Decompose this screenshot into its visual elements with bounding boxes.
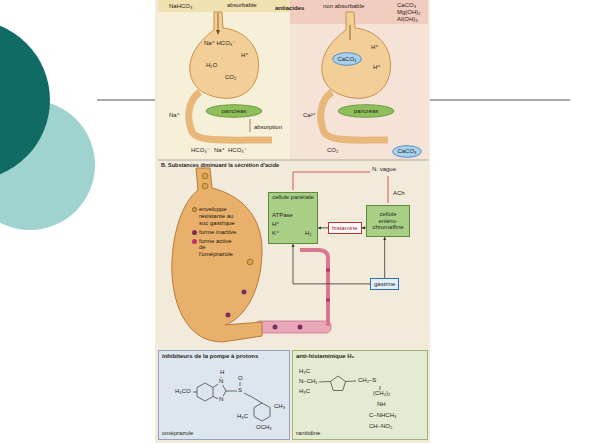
compound-label: NaHCO₃ [168, 3, 193, 10]
legend-text: forme inactive [199, 229, 237, 236]
legend-row: enveloppe résistante au suc gastrique [192, 206, 237, 227]
connector-arrow [384, 237, 385, 278]
ion-label: H₂O [205, 62, 218, 69]
ion-label: Na⁺ HCO₃⁻ [203, 40, 236, 47]
header-label: absorbable [226, 2, 258, 9]
receptor-label: H₂ [304, 230, 313, 237]
histamine-box: histamine [328, 222, 362, 234]
node-text: pancréas [354, 108, 379, 115]
ion-label: H⁺ [372, 64, 382, 71]
atom-label: N [218, 396, 224, 403]
compound-label: Al(OH)₃ [396, 16, 419, 23]
legend-row: forme active de l'oméprazole [192, 238, 237, 259]
legend: enveloppe résistante au suc gastrique for… [192, 206, 237, 258]
legend-swatch [192, 207, 197, 212]
ion-label: H⁺ [370, 44, 380, 51]
connector-arrow [318, 227, 328, 228]
node-text: inhibiteurs de la pompe à protons [162, 353, 258, 360]
header-label: antiacides [274, 5, 305, 12]
drug-name: oméprazole [162, 430, 193, 437]
atom-label: S [237, 387, 243, 394]
legend-text: forme active de l'oméprazole [199, 238, 237, 259]
node-text: cellule entéro-chromaffine [370, 211, 406, 232]
atom-label: H₃C [298, 388, 311, 395]
gastrin-box: gastrine [370, 278, 399, 290]
atom-label: H [219, 369, 225, 376]
legend-row: forme inactive [192, 229, 237, 236]
node-text: CaCO₃ [337, 56, 356, 63]
node-text: histamine [332, 225, 358, 232]
connector-arrow [293, 244, 370, 284]
atom-label: CH₂–S [357, 377, 377, 384]
atom-label: H₃C [236, 413, 249, 420]
pancreas-organ: pancréas [205, 104, 263, 118]
drug-class-panel: anti-histaminique H₂ ranitidine [292, 350, 428, 440]
antacid-particle: CaCO₃ [392, 145, 422, 158]
ion-label: K⁺ [271, 230, 280, 237]
node-text: gastrine [374, 281, 395, 288]
atom-label: N–CH₂ [298, 378, 319, 385]
ion-label: Na⁺ [213, 147, 226, 154]
legend-swatch [192, 230, 197, 235]
nerve-label: N. vague [371, 166, 397, 173]
compound-label: CaCO₃ [396, 2, 417, 9]
transmitter-label: ACh [392, 190, 406, 197]
enterochromaffin-cell: cellule entéro-chromaffine [366, 205, 410, 237]
atom-label: O [237, 375, 244, 382]
antacid-particle: CaCO₃ [332, 52, 362, 66]
ion-label: CO₂ [326, 147, 339, 154]
atom-label: CH–NO₂ [368, 423, 393, 430]
compound-label: Mg(OH)₂ [396, 9, 422, 16]
atom-label: C–NHCH₃ [368, 412, 397, 419]
node-text: pancréas [222, 108, 247, 115]
atom-label: (CH₂)₂ [372, 390, 391, 397]
enzyme-label: ATPase [271, 212, 294, 219]
atom-label: NH [376, 401, 387, 408]
atom-label: N [218, 378, 224, 385]
ion-label: Ca²⁺ [302, 112, 317, 119]
atom-label: OCH₃ [255, 424, 273, 431]
atom-label: H₃CO [174, 388, 192, 395]
atom-label: H₃C [298, 368, 311, 375]
atom-label: CH₃ [273, 403, 286, 410]
pancreas-organ: pancréas [337, 104, 395, 118]
node-text: anti-histaminique H₂ [296, 353, 354, 360]
ion-label: Na⁺ [168, 112, 181, 119]
ion-label: H⁺ [240, 52, 250, 59]
node-text: cellule pariétale [272, 194, 314, 201]
node-text: CaCO₃ [397, 148, 416, 155]
drug-name: ranitidine [296, 430, 320, 437]
ion-label: HCO₃⁻ [190, 147, 211, 154]
ion-label: HCO₃⁻ [227, 147, 248, 154]
process-label: absorption [253, 124, 283, 131]
ion-label: H⁺ [271, 221, 281, 228]
legend-text: enveloppe résistante au suc gastrique [199, 206, 237, 227]
ion-label: CO₂ [224, 74, 237, 81]
legend-swatch [192, 239, 197, 244]
section-heading: B. Substances diminuant la sécrétion d'a… [160, 162, 280, 168]
header-label: non absorbable [322, 3, 365, 10]
